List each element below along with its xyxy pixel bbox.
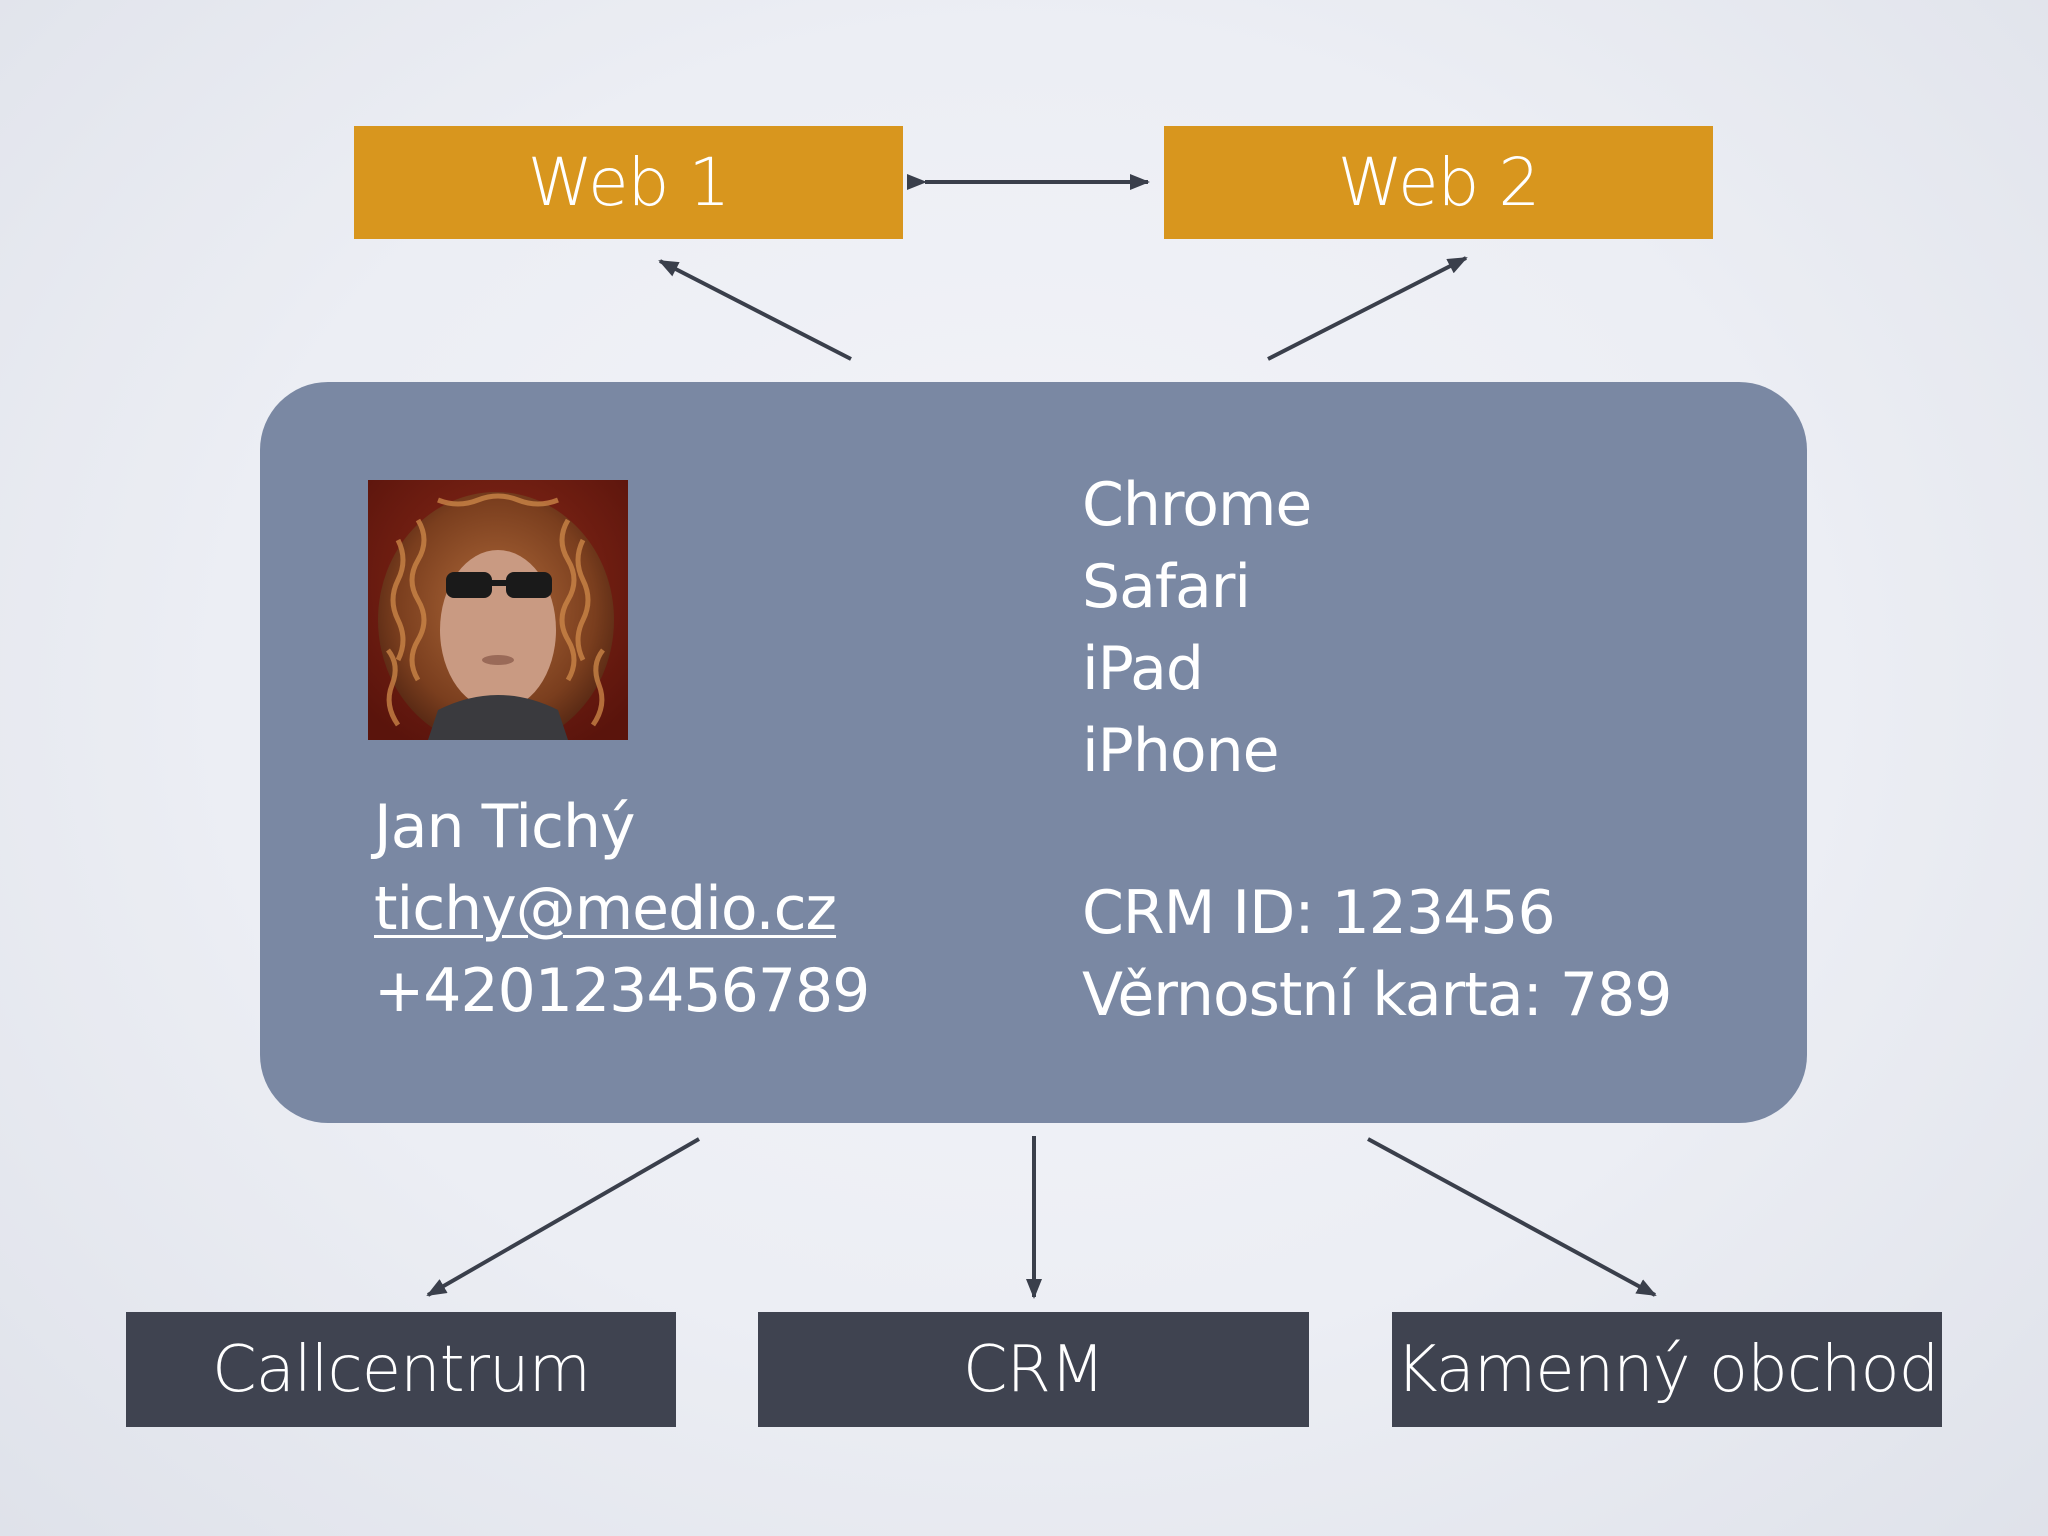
device-item: iPad — [1082, 634, 1204, 704]
device-item: iPhone — [1082, 716, 1280, 786]
crm-box: CRM — [758, 1312, 1309, 1427]
web1-box: Web 1 — [354, 126, 903, 239]
web2-box: Web 2 — [1164, 126, 1713, 239]
profile-photo — [368, 480, 628, 740]
arrow-card-to-web1 — [658, 259, 852, 361]
arrow-card-to-kamenny-obchod — [1367, 1137, 1657, 1297]
customer-identifiers: CRM ID: 123456 Věrnostní karta: 789 — [1082, 872, 1672, 1036]
device-list: Chrome Safari iPad iPhone — [1082, 464, 1312, 792]
device-item: Safari — [1082, 552, 1251, 622]
web1-label: Web 1 — [527, 144, 731, 221]
customer-name: Jan Tichý — [374, 792, 636, 862]
contact-info: Jan Tichý tichy@medio.cz +420123456789 — [374, 786, 870, 1032]
crm-id: CRM ID: 123456 — [1082, 878, 1556, 948]
kamenny-obchod-box: Kamenný obchod — [1392, 1312, 1942, 1427]
customer-email-link[interactable]: tichy@medio.cz — [374, 874, 837, 944]
callcentrum-label: Callcentrum — [212, 1332, 591, 1407]
loyalty-card: Věrnostní karta: 789 — [1082, 960, 1672, 1030]
customer-profile-card: Jan Tichý tichy@medio.cz +420123456789 C… — [260, 382, 1807, 1123]
crm-label: CRM — [962, 1332, 1105, 1407]
web2-label: Web 2 — [1337, 144, 1541, 221]
device-item: Chrome — [1082, 470, 1312, 540]
customer-phone: +420123456789 — [374, 956, 870, 1026]
kamenny-obchod-label: Kamenný obchod — [1395, 1332, 1939, 1407]
callcentrum-box: Callcentrum — [126, 1312, 676, 1427]
arrow-card-to-callcentrum — [426, 1137, 700, 1297]
arrow-card-to-web2 — [1267, 256, 1468, 361]
